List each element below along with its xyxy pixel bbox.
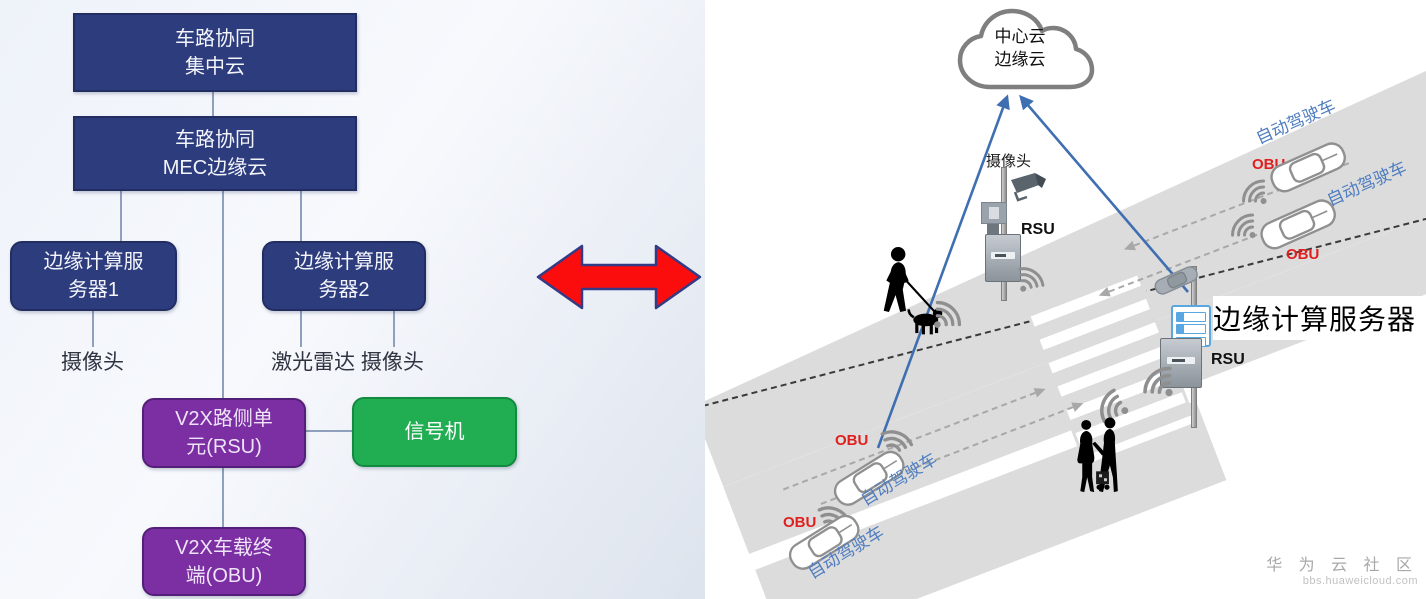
connector: [92, 307, 94, 347]
road-scene-panel: 中心云 边缘云 摄像头 RSU: [705, 0, 1426, 599]
edge-server-callout: 边缘计算服务器: [1213, 296, 1426, 340]
pedestrian-with-dog: [883, 246, 943, 335]
rsu-label: RSU: [1021, 221, 1055, 238]
double-arrow-icon: [536, 244, 702, 310]
autonomous-car: [788, 514, 860, 570]
wifi-icon: [1143, 366, 1173, 397]
box-edge-server-2: 边缘计算服 务器2: [262, 241, 426, 311]
uplink-lines: [876, 94, 1189, 449]
watermark: 华 为 云 社 区 bbs.huaweicloud.com: [1266, 551, 1418, 587]
rsu-device-icon: [985, 234, 1021, 282]
camera-label: 摄像头: [986, 153, 1032, 170]
box-v2x-rsu: V2X路侧单 元(RSU): [142, 398, 306, 468]
connector: [300, 187, 302, 242]
wifi-icon: [1100, 388, 1129, 424]
traffic-camera-icon: [1011, 173, 1046, 202]
autonomous-car: [1260, 199, 1336, 250]
box-mec-edge-cloud: 车路协同 MEC边缘云: [73, 116, 357, 191]
obu-label: OBU: [835, 432, 869, 449]
wifi-icon: [934, 300, 962, 328]
connector: [300, 307, 302, 347]
flowchart-panel: 车路协同 集中云 车路协同 MEC边缘云 边缘计算服 务器1 边缘计算服 务器2…: [0, 0, 710, 599]
box-v2x-obu: V2X车载终 端(OBU): [142, 527, 306, 596]
connector: [302, 430, 353, 432]
watermark-title: 华 为 云 社 区: [1266, 557, 1418, 574]
wifi-icon: [1018, 267, 1045, 292]
pedestrian-couple: [1077, 417, 1118, 493]
annotation-lidar-camera: 激光雷达 摄像头: [271, 351, 424, 374]
obu-label: OBU: [1286, 246, 1320, 263]
annotation-camera: 摄像头: [61, 351, 124, 374]
box-central-cloud: 车路协同 集中云: [73, 13, 357, 92]
box-signal-machine: 信号机: [352, 397, 517, 467]
connector: [222, 187, 224, 399]
connector: [222, 464, 224, 528]
uplink-line: [876, 94, 1010, 449]
road-sign-icon: [981, 202, 1007, 234]
wifi-icon: [1231, 213, 1256, 239]
cloud-label: 中心云 边缘云: [994, 27, 1046, 69]
connector: [393, 307, 395, 347]
gray-car: [1154, 266, 1198, 295]
autonomous-car: [833, 450, 905, 506]
rsu-label: RSU: [1211, 351, 1245, 368]
uplink-line: [1019, 94, 1189, 293]
watermark-url: bbs.huaweicloud.com: [1302, 575, 1418, 587]
connector: [212, 88, 214, 117]
rsu-device-icon: [1160, 338, 1202, 388]
wifi-icon: [1242, 179, 1267, 205]
obu-label: OBU: [783, 514, 817, 531]
box-edge-server-1: 边缘计算服 务器1: [10, 241, 177, 311]
cloud-icon: [957, 8, 1095, 90]
autonomous-car: [1270, 142, 1346, 193]
connector: [120, 187, 122, 242]
